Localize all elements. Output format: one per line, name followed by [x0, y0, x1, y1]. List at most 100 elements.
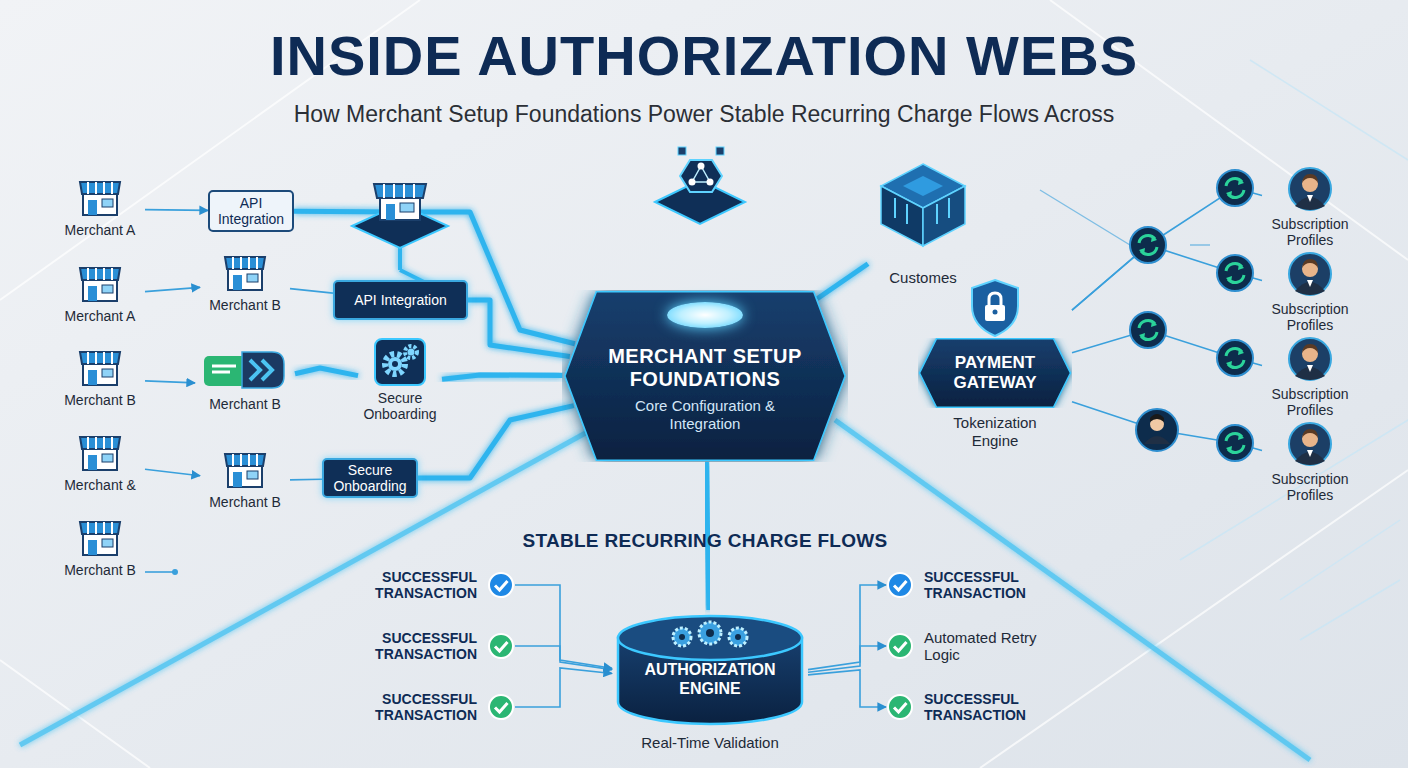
merchant-node: Merchant B	[55, 518, 145, 580]
check-icon-graphic	[487, 632, 515, 660]
merchant-label: Merchant A	[65, 222, 136, 238]
process-box: Secure Onboarding	[322, 458, 418, 498]
circle-shape	[392, 361, 398, 367]
path-shape	[1307, 280, 1313, 287]
profile-node: Subscription Profiles	[1262, 421, 1358, 507]
check-icon	[487, 571, 515, 599]
line-connector	[515, 668, 612, 707]
circle-shape	[489, 634, 513, 658]
store-icon	[222, 253, 268, 293]
rect-shape	[88, 540, 97, 555]
line-connector	[515, 646, 612, 670]
result-item: SUCCESSFUL TRANSACTION	[355, 627, 515, 665]
path-shape	[80, 352, 120, 364]
merchant-label: Merchant A	[65, 308, 136, 324]
rect-shape	[375, 339, 425, 385]
merchant-node: Merchant B	[195, 348, 295, 422]
rect-shape	[716, 147, 724, 155]
path-shape	[972, 280, 1018, 336]
cube-icon-graphic	[877, 160, 969, 248]
result-label: SUCCESSFUL TRANSACTION	[924, 691, 1042, 723]
line-connector	[290, 289, 333, 294]
result-label: SUCCESSFUL TRANSACTION	[359, 630, 477, 662]
line-connector	[1072, 245, 1262, 310]
store-3d-icon	[352, 184, 448, 248]
path-shape	[923, 186, 965, 246]
path-shape	[1302, 429, 1318, 438]
store-icon	[77, 178, 123, 218]
customer-label: Customes	[889, 270, 957, 286]
profile-node: Subscription Profiles	[1262, 166, 1358, 252]
rect-shape	[228, 268, 262, 290]
path-shape	[1302, 259, 1318, 268]
person-circle	[1136, 409, 1178, 451]
check-icon-graphic	[886, 571, 914, 599]
path-shape	[903, 176, 943, 196]
store-icon	[77, 433, 123, 473]
path-shape	[212, 366, 236, 372]
avatar-icon-graphic	[1287, 336, 1333, 382]
line-connector	[808, 646, 886, 672]
check-icon-graphic	[886, 693, 914, 721]
refresh-icon	[1217, 255, 1253, 291]
onboarding-node: Secure Onboarding	[358, 338, 442, 430]
store-icon-graphic	[77, 264, 123, 304]
path-shape	[242, 352, 284, 388]
circle-shape	[172, 569, 178, 575]
result-item: SUCCESSFUL TRANSACTION	[886, 688, 1056, 726]
merchant-node: Merchant B	[200, 450, 290, 512]
box-label: API Integration	[354, 292, 447, 308]
rect-shape	[102, 369, 113, 377]
merchant-label: Merchant B	[64, 392, 136, 408]
circle-shape	[698, 163, 705, 170]
line-connector	[145, 287, 200, 291]
store-icon-graphic	[77, 433, 123, 473]
store-icon	[77, 348, 123, 388]
rect-shape	[88, 200, 97, 215]
avatar-icon-graphic	[1287, 421, 1333, 467]
cube-icon	[877, 160, 969, 248]
path-shape	[989, 293, 1001, 305]
check-icon	[886, 571, 914, 599]
path-shape	[1307, 450, 1313, 457]
rect-shape	[83, 448, 117, 470]
circle-shape	[1289, 253, 1331, 295]
path-shape	[1302, 344, 1318, 353]
result-item: SUCCESSFUL TRANSACTION	[355, 688, 515, 726]
store-icon	[222, 450, 268, 490]
path-shape	[384, 184, 414, 198]
profile-label: Subscription Profiles	[1262, 471, 1358, 503]
path-shape	[895, 198, 949, 224]
path-shape	[1150, 414, 1164, 422]
path-shape	[225, 454, 265, 466]
circle-shape	[489, 695, 513, 719]
process-box: API Integration	[208, 190, 294, 232]
line-connector	[808, 585, 886, 670]
refresh-icon	[1217, 425, 1253, 461]
path-shape	[88, 268, 112, 280]
circle-shape	[735, 634, 741, 640]
path-shape	[80, 437, 120, 449]
glow-oval	[667, 302, 743, 328]
circle-shape	[408, 349, 415, 356]
path-shape	[88, 522, 112, 534]
network-icon	[655, 147, 745, 224]
circle-shape	[388, 357, 402, 371]
circle-shape	[1136, 409, 1178, 451]
pipe-connector	[706, 462, 708, 610]
merchant-node: Merchant B	[55, 348, 145, 410]
rect-shape	[233, 472, 242, 487]
merchant-label: Merchant B	[209, 396, 281, 412]
avatar-icon-graphic	[1287, 166, 1333, 212]
pipe-connector	[468, 300, 570, 357]
hexagon-content: MERCHANT SETUP FOUNDATIONSCore Configura…	[562, 290, 848, 462]
rect-shape	[102, 285, 113, 293]
result-item: SUCCESSFUL TRANSACTION	[886, 566, 1056, 604]
result-label: SUCCESSFUL TRANSACTION	[359, 691, 477, 723]
onboarding-label: Secure Onboarding	[358, 390, 442, 422]
rect-shape	[102, 454, 113, 462]
merchant-label: Merchant B	[209, 494, 281, 510]
path-shape	[374, 184, 426, 198]
